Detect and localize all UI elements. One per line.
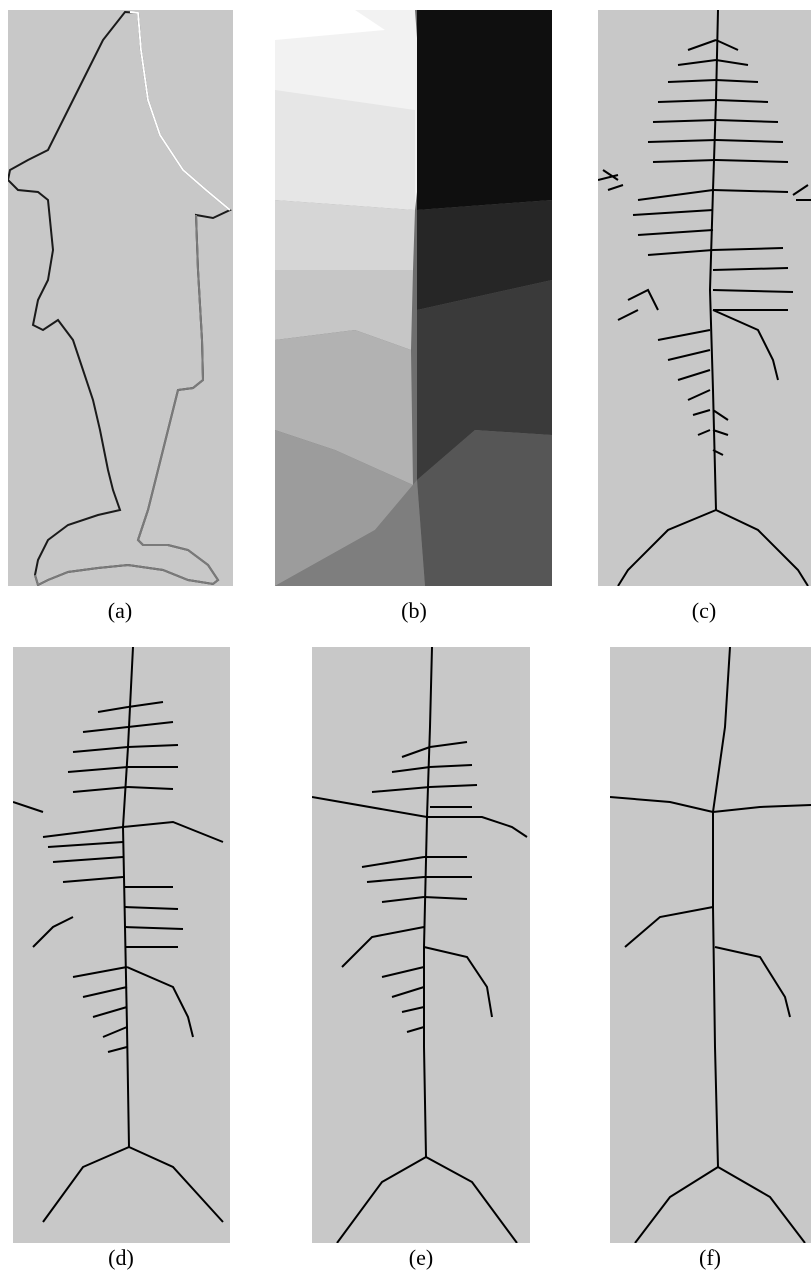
skeleton-spine — [424, 647, 432, 1157]
panel-b-distance-map — [275, 10, 552, 586]
panel-e-pruned-skeleton — [312, 647, 530, 1243]
caption-a: (a) — [80, 598, 160, 624]
region — [275, 90, 415, 210]
skeleton-d-drawing — [13, 647, 230, 1243]
skeleton-spine — [123, 647, 133, 1147]
skeleton-f-drawing — [610, 647, 811, 1243]
skeleton-spine — [713, 647, 730, 1167]
caption-d: (d) — [81, 1245, 161, 1271]
region — [417, 10, 552, 210]
skeleton-branch — [715, 947, 790, 1017]
fish-outline-highlight — [130, 12, 230, 210]
skeleton-branch — [625, 907, 713, 947]
caption-e: (e) — [381, 1245, 461, 1271]
skeleton-tail — [43, 1147, 223, 1222]
skeleton-branch — [610, 797, 811, 812]
skeleton-e-drawing — [312, 647, 530, 1243]
fish-contour-drawing — [8, 10, 233, 586]
caption-b: (b) — [374, 598, 454, 624]
fish-outline — [8, 12, 230, 585]
caption-c: (c) — [664, 598, 744, 624]
skeleton-ribs — [13, 702, 223, 1052]
skeleton-tail — [337, 1157, 517, 1243]
panel-f-simplified-skeleton — [610, 647, 811, 1243]
skeleton-c-drawing — [598, 10, 811, 586]
region — [275, 200, 415, 270]
skeleton-ribs — [598, 40, 811, 455]
skeleton-tail — [635, 1167, 805, 1243]
panel-d-pruned-skeleton — [13, 647, 230, 1243]
skeleton-spine — [710, 10, 718, 510]
skeleton-ribs — [312, 742, 527, 1032]
distance-map-drawing — [275, 10, 552, 586]
panel-a-fish-contour — [8, 10, 233, 586]
panel-c-full-skeleton — [598, 10, 811, 586]
skeleton-tail — [618, 510, 808, 586]
caption-f: (f) — [670, 1245, 750, 1271]
